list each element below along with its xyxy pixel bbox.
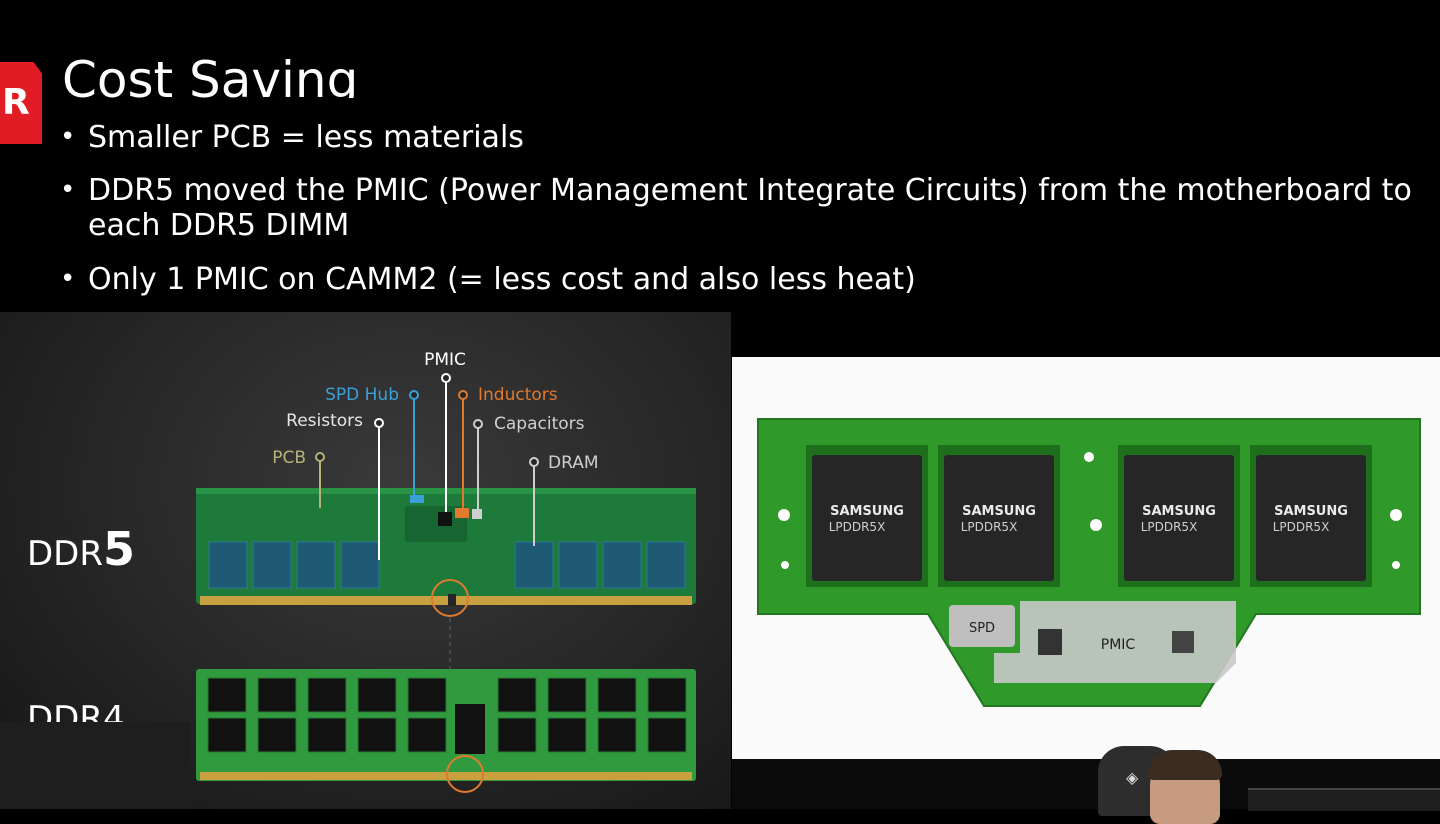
ddr-diagram: PMIC SPD Hub Inductors Resistors Capacit… [0,350,696,809]
pmic-area [994,601,1236,683]
ddr4-register-chip [455,704,485,754]
ddr4-dram-chip [257,717,297,753]
inductor-chip [455,508,469,518]
dram-callout: DRAM [548,453,599,473]
ddr4-dram-chip [547,717,587,753]
chip-model-label: LPDDR5X [1141,520,1198,534]
chip-brand-label: SAMSUNG [1142,504,1216,519]
ddr4-dram-chip [307,677,347,713]
ddr5-gold-contacts [200,596,692,605]
resistors-dot [374,418,384,428]
spd-hub-callout: SPD Hub [325,385,399,405]
chip-brand-label: SAMSUNG [962,504,1036,519]
ddr4-dram-chip [597,717,637,753]
bullet-list: Smaller PCB = less materials DDR5 moved … [60,120,1435,315]
bullet-item: DDR5 moved the PMIC (Power Management In… [60,173,1435,243]
inductors-callout: Inductors [478,385,558,405]
chip-model-label: LPDDR5X [961,520,1018,534]
ddr4-dram-chip [357,677,397,713]
capacitors-callout: Capacitors [494,414,585,434]
ddr4-dram-chip [357,717,397,753]
pmic-callout: PMIC [424,350,466,370]
ddr5-label: DDR5 [27,522,135,576]
chip-model-label: LPDDR5X [1273,520,1330,534]
ddr5-label-prefix: DDR [27,534,103,574]
ddr4-dram-chip [257,677,297,713]
ddr4-label-mask [0,722,190,809]
lpddr5x-chip [1256,455,1366,581]
ddr4-dram-chip [497,677,537,713]
chip-brand-label: SAMSUNG [1274,504,1348,519]
pmic-component [1038,629,1062,655]
mount-hole [1090,519,1102,531]
capacitor-chip [472,509,482,519]
spd-hub-dot [409,390,419,400]
pcb-callout: PCB [272,448,306,468]
pmic-label: PMIC [1101,637,1136,653]
slide-title: Cost Saving [62,51,359,98]
ddr5-dram-chip [646,541,686,589]
ddr-diagram-panel: PMIC SPD Hub Inductors Resistors Capacit… [0,312,731,809]
monitor-edge [1248,788,1440,811]
ddr4-dram-group [207,677,687,754]
capacitors-dot [473,419,483,429]
ddr4-dram-chip [597,677,637,713]
mount-hole [778,509,790,521]
pcb-dot [315,452,325,462]
ddr4-dram-chip [647,717,687,753]
camm2-chip-group: SAMSUNGLPDDR5XSAMSUNGLPDDR5XSAMSUNGLPDDR… [806,445,1372,587]
chip-brand-label: SAMSUNG [830,504,904,519]
ddr5-key-notch [448,594,456,606]
ddr4-dram-chip [497,717,537,753]
ddr4-dram-chip [207,717,247,753]
mount-hole [781,561,789,569]
lpddr5x-chip [944,455,1054,581]
bullet-item: Only 1 PMIC on CAMM2 (= less cost and al… [60,262,1435,297]
ddr5-dram-chip [514,541,554,589]
mount-hole [1390,509,1402,521]
mount-hole [1084,452,1094,462]
logo-letter: R [2,82,30,123]
lpddr5x-chip [812,455,922,581]
inductors-dot [458,390,468,400]
lpddr5x-chip [1124,455,1234,581]
ddr5-dram-chip [340,541,380,589]
brand-logo: R [0,62,42,144]
chip-model-label: LPDDR5X [829,520,886,534]
ddr5-notch-highlight [431,579,469,617]
ddr5-dram-group [208,541,686,589]
chair-logo-icon: ◈ [1126,768,1139,787]
callout-dots [315,373,539,467]
ddr5-dram-chip [602,541,642,589]
ddr4-gold-contacts [200,772,692,780]
mount-hole [1392,561,1400,569]
ddr5-dram-chip [208,541,248,589]
ddr4-dram-chip [647,677,687,713]
ddr5-label-number: 5 [103,522,135,576]
ddr5-dram-chip [558,541,598,589]
resistors-callout: Resistors [286,411,363,431]
dram-dot [529,457,539,467]
pmic-component [1172,631,1194,653]
ddr4-dram-chip [547,677,587,713]
ddr4-dram-chip [407,677,447,713]
callout-lines [319,380,535,560]
bullet-item: Smaller PCB = less materials [60,120,1435,155]
spd-label: SPD [969,621,995,636]
streamer-hair [1148,750,1222,780]
spd-area [949,605,1015,647]
ddr4-notch-highlight [446,755,484,793]
spd-hub-chip [410,495,424,503]
pmic-dot [441,373,451,383]
camm2-module: SAMSUNGLPDDR5XSAMSUNGLPDDR5XSAMSUNGLPDDR… [757,418,1421,707]
ddr4-dram-chip [407,717,447,753]
ddr4-dram-chip [307,717,347,753]
pmic-chip [438,512,452,526]
ddr5-dram-chip [252,541,292,589]
ddr4-dram-chip [207,677,247,713]
ddr5-dram-chip [296,541,336,589]
